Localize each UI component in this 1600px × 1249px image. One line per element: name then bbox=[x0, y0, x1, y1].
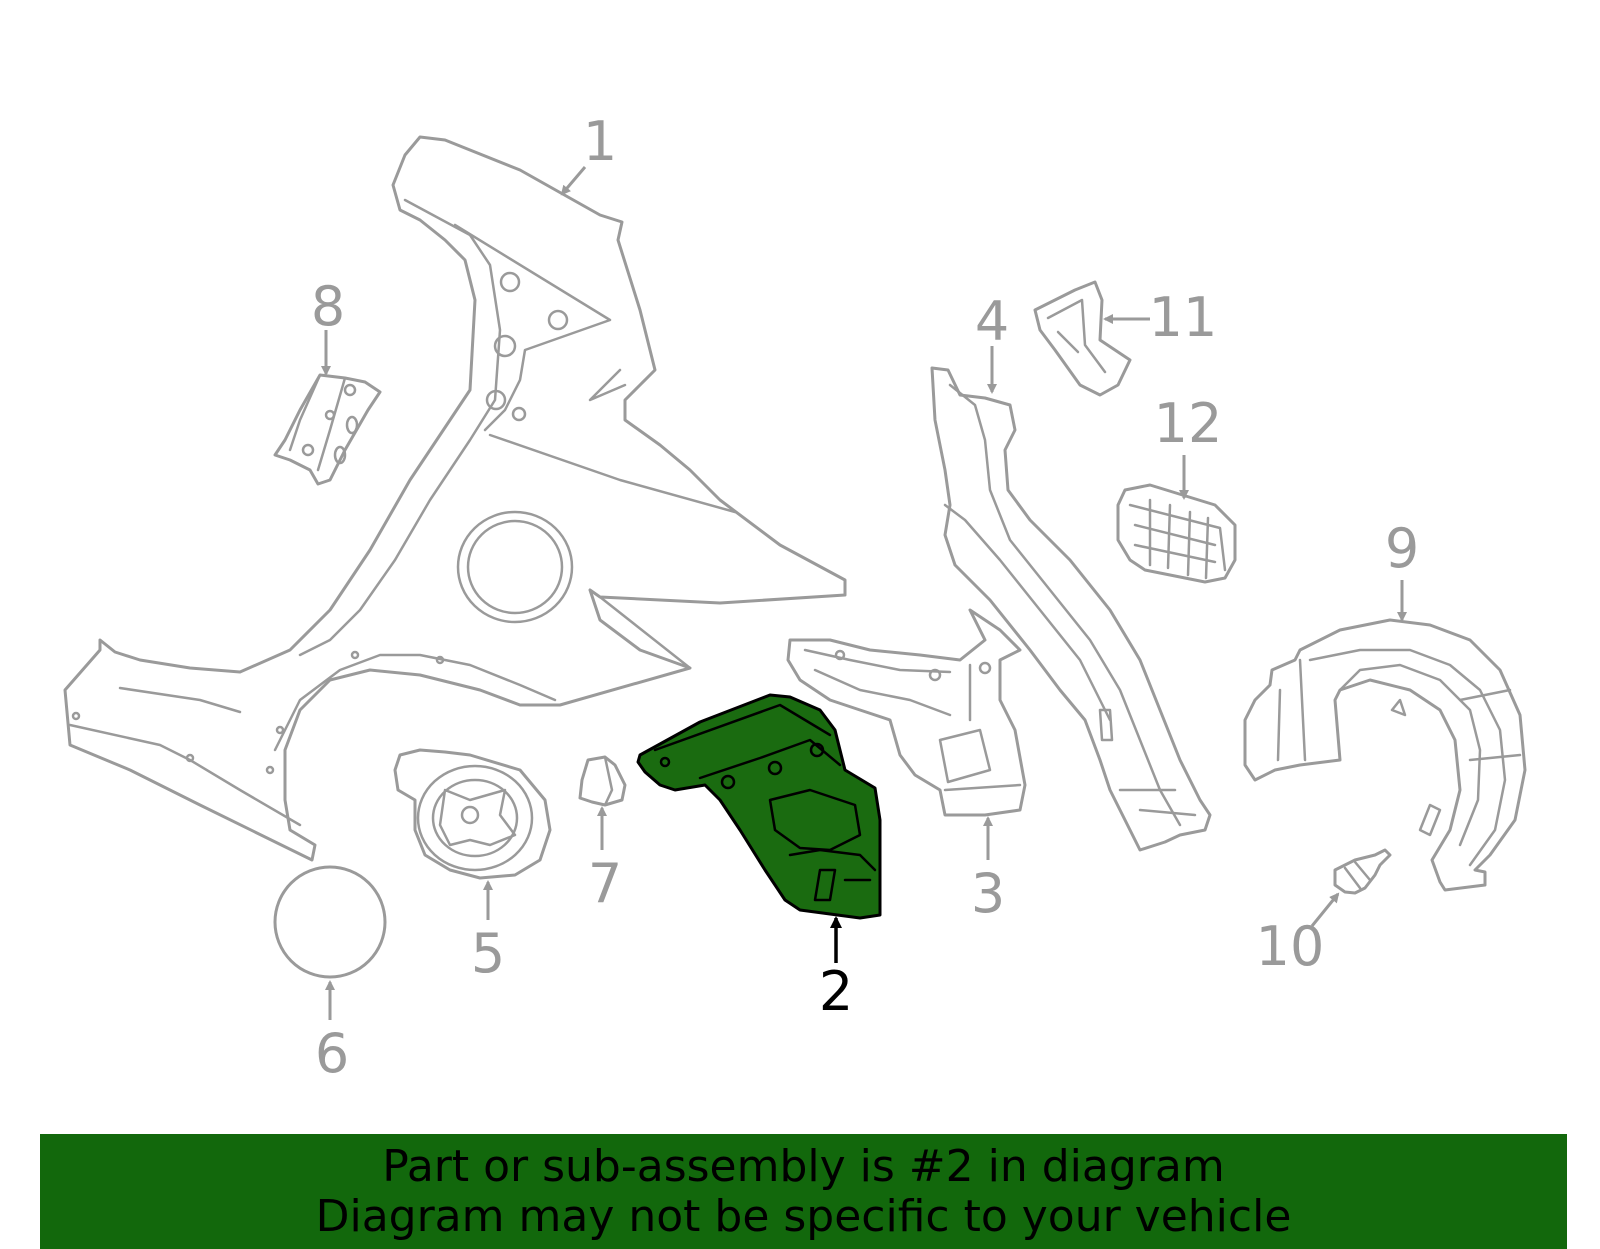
part-10-push-clip[interactable] bbox=[1333, 848, 1392, 895]
callout-3[interactable]: 3 bbox=[971, 862, 1005, 925]
part-5-fuel-filler-housing[interactable] bbox=[393, 748, 552, 880]
part-3-rear-extension[interactable] bbox=[786, 608, 1027, 817]
callout-10[interactable]: 10 bbox=[1256, 915, 1325, 978]
callout-9[interactable]: 9 bbox=[1385, 517, 1419, 580]
callout-4[interactable]: 4 bbox=[975, 290, 1009, 353]
callout-12[interactable]: 12 bbox=[1154, 392, 1223, 455]
part-12-vent[interactable] bbox=[1116, 483, 1237, 584]
banner-line-2: Diagram may not be specific to your vehi… bbox=[315, 1190, 1292, 1242]
callout-1[interactable]: 1 bbox=[583, 110, 617, 173]
callout-6[interactable]: 6 bbox=[315, 1022, 349, 1085]
part-4-pillar[interactable] bbox=[930, 366, 1212, 852]
part-6-fuel-door[interactable] bbox=[273, 865, 387, 979]
part-11-bracket[interactable] bbox=[1033, 280, 1132, 397]
leader-arrow-1 bbox=[560, 166, 587, 196]
part-1-quarter-panel[interactable] bbox=[63, 135, 847, 862]
part-7-stopper[interactable] bbox=[578, 755, 627, 807]
part-8-bracket[interactable] bbox=[273, 373, 382, 486]
callout-8[interactable]: 8 bbox=[311, 275, 345, 338]
callout-11[interactable]: 11 bbox=[1149, 286, 1218, 349]
callout-2[interactable]: 2 bbox=[819, 960, 853, 1023]
leader-arrow-10 bbox=[1310, 892, 1340, 927]
callout-5[interactable]: 5 bbox=[471, 922, 505, 985]
part-9-wheel-liner[interactable] bbox=[1243, 618, 1527, 892]
callout-7[interactable]: 7 bbox=[588, 852, 622, 915]
banner-line-1: Part or sub-assembly is #2 in diagram bbox=[382, 1140, 1225, 1192]
info-banner: Part or sub-assembly is #2 in diagram Di… bbox=[40, 1134, 1567, 1249]
part-2-inner-panel-highlighted[interactable] bbox=[636, 693, 882, 920]
